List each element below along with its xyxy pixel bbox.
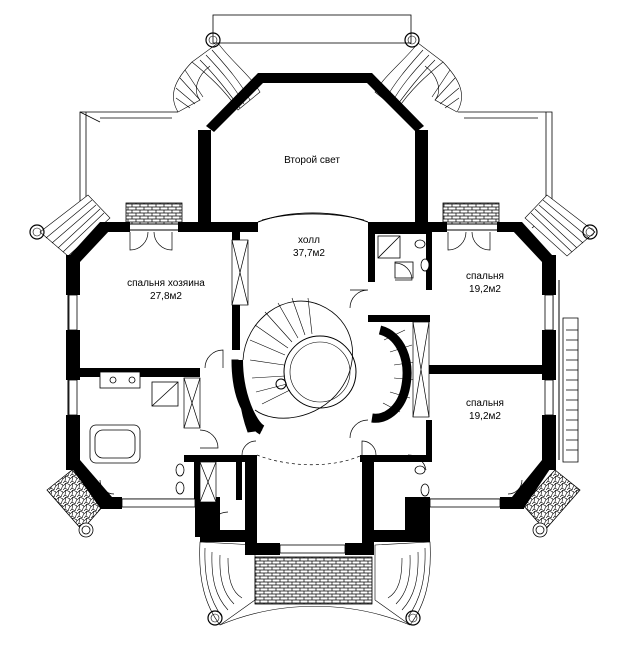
stone-terraces <box>46 469 581 538</box>
bathroom-fixtures <box>89 235 430 497</box>
room-area: 19,2м2 <box>469 284 501 295</box>
walls <box>66 73 556 555</box>
second-light-label: Второй свет <box>284 155 340 166</box>
room-name: спальня хозяина <box>127 278 205 289</box>
wardrobes <box>183 239 430 503</box>
side-stairs <box>29 194 598 257</box>
doors <box>99 231 523 531</box>
entrance-stairs-south <box>199 541 431 626</box>
room-area: 27,8м2 <box>150 291 182 302</box>
room-name: спальня <box>466 271 504 282</box>
room-name: спальня <box>466 398 504 409</box>
windows <box>68 294 554 554</box>
room-area: 37,7м2 <box>293 248 325 259</box>
room-label-master-bedroom: спальня хозяина 27,8м2 <box>127 277 205 303</box>
entrance-stairs-north <box>173 32 462 113</box>
chimneys <box>125 202 500 225</box>
room-name: холл <box>298 235 320 246</box>
room-area: 19,2м2 <box>469 411 501 422</box>
room-label-bedroom-lower: спальня 19,2м2 <box>466 397 504 423</box>
room-label-hall: холл 37,7м2 <box>293 234 325 260</box>
spiral-staircase <box>231 297 416 435</box>
hall-outline <box>256 212 369 466</box>
room-label-bedroom-upper: спальня 19,2м2 <box>466 270 504 296</box>
facade-outline <box>67 223 560 506</box>
